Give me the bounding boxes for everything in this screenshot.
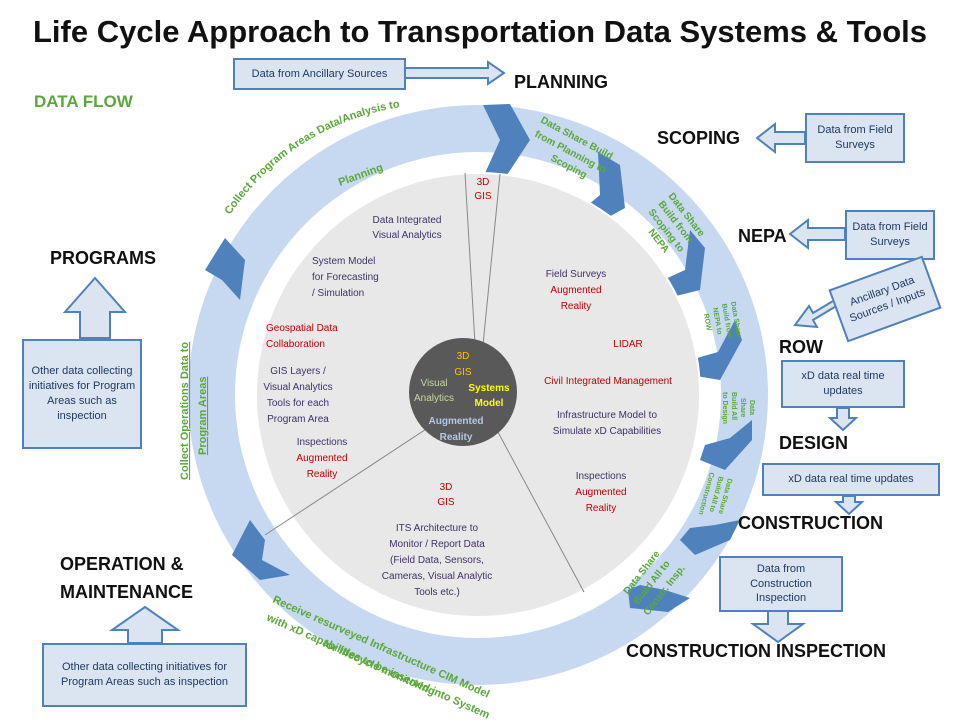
arrow-field-scoping <box>755 121 806 155</box>
arrow-ancillary-row <box>793 296 839 329</box>
callout-arrows <box>62 60 865 644</box>
stage-construction: CONSTRUCTION <box>738 513 883 533</box>
label-its-5: Tools etc.) <box>414 587 460 598</box>
core-label-ar-1: Augmented <box>429 416 484 427</box>
label-top-gis: GIS <box>474 191 492 202</box>
label-inspect-right-1: Inspections <box>576 471 627 482</box>
flow-chevrons <box>205 104 752 612</box>
box-xd-realtime-design: xD data real time updates <box>781 360 905 408</box>
core-label-visual-2: Analytics <box>414 393 454 404</box>
stage-scoping: SCOPING <box>657 128 741 148</box>
ring-label-a2d-1: Data <box>748 400 755 415</box>
chevron-bottom-left <box>232 520 290 580</box>
label-lidar: LIDAR <box>613 339 642 350</box>
chevron-planning <box>482 104 530 180</box>
label-inspect-left-3: Reality <box>307 469 338 480</box>
arrow-om <box>108 605 182 644</box>
label-field-surveys-1: Field Surveys <box>546 269 607 280</box>
ring-label-a2d-2: Share <box>739 398 746 418</box>
label-gis-layers-1: GIS Layers / <box>270 366 326 377</box>
box-field-surveys-nepa: Data from Field Surveys <box>845 210 935 260</box>
stage-maintenance: MAINTENANCE <box>60 582 193 602</box>
arrow-ancillary-planning <box>404 60 506 86</box>
arrow-xd-construction <box>833 495 865 516</box>
box-ancillary-sources: Data from Ancillary Sources <box>233 58 406 90</box>
label-geospatial-1: Geospatial Data <box>266 323 338 334</box>
chevron-left <box>205 238 245 300</box>
stage-row: ROW <box>779 337 823 357</box>
label-system-model-2: for Forecasting <box>312 272 379 283</box>
chevron-design <box>700 420 752 470</box>
label-its-3: (Field Data, Sensors, <box>390 555 484 566</box>
label-inspect-right-3: Reality <box>586 503 617 514</box>
data-flow-label: DATA FLOW <box>34 92 133 111</box>
core-label-3d: 3D <box>457 351 470 362</box>
label-infra-2: Simulate xD Capabilities <box>553 426 661 437</box>
label-system-model-1: System Model <box>312 256 375 267</box>
stage-construction-inspection: CONSTRUCTION INSPECTION <box>626 641 887 661</box>
core-label-ar-2: Reality <box>440 432 473 443</box>
core-label-systems-1: Systems <box>468 383 510 394</box>
core-circle <box>409 338 517 446</box>
box-programs-other: Other data collecting initiatives for Pr… <box>22 339 142 449</box>
label-inspect-left-1: Inspections <box>297 437 348 448</box>
label-inspect-right-2: Augmented <box>575 487 626 498</box>
core-label-visual-1: Visual <box>420 378 447 389</box>
ring-label-n2r-4: ROW <box>702 313 712 331</box>
chevron-construction <box>680 520 740 555</box>
page-title: Life Cycle Approach to Transportation Da… <box>32 14 927 49</box>
ring-label-collect-ops-1: Collect Operations Data to <box>179 342 191 480</box>
box-construction-inspection: Data from Construction Inspection <box>719 556 843 612</box>
label-geospatial-2: Collaboration <box>266 339 325 350</box>
arrow-xd-design <box>827 407 859 432</box>
label-data-integrated-2: Visual Analytics <box>372 230 441 241</box>
label-its-2: Monitor / Report Data <box>389 539 485 550</box>
chevron-row <box>690 320 742 380</box>
stage-nepa: NEPA <box>738 226 787 246</box>
label-gis-layers-4: Program Area <box>267 414 329 425</box>
arrow-field-nepa <box>788 217 846 251</box>
arrow-programs <box>62 276 128 339</box>
label-gis-layers-2: Visual Analytics <box>263 382 332 393</box>
label-gis-layers-3: Tools for each <box>267 398 329 409</box>
label-inspect-left-2: Augmented <box>296 453 347 464</box>
label-cim: Civil Integrated Management <box>544 376 672 387</box>
label-infra-1: Infrastructure Model to <box>557 410 657 421</box>
box-xd-realtime-construction: xD data real time updates <box>762 463 940 496</box>
core-label-gis: GIS <box>454 367 472 378</box>
core-label-systems-2: Model <box>475 398 504 409</box>
box-om-other: Other data collecting initiatives for Pr… <box>42 643 247 707</box>
label-bottom-3d: 3D <box>440 482 453 493</box>
label-its-4: Cameras, Visual Analytic <box>382 571 492 582</box>
label-its-1: ITS Architecture to <box>396 523 479 534</box>
ring-label-a2d-4: to Design <box>721 392 728 424</box>
stage-design: DESIGN <box>779 433 849 453</box>
ring-label-a2d-3: Build All <box>730 392 737 420</box>
label-field-surveys-2: Augmented <box>550 285 601 296</box>
stage-planning: PLANNING <box>514 72 608 92</box>
label-system-model-3: / Simulation <box>312 288 364 299</box>
arrow-construction-insp <box>749 609 807 644</box>
label-bottom-gis: GIS <box>437 497 455 508</box>
stage-programs: PROGRAMS <box>50 248 157 268</box>
label-data-integrated-1: Data Integrated <box>373 215 442 226</box>
label-field-surveys-3: Reality <box>561 301 592 312</box>
ring-label-collect-ops-2: Program Areas <box>197 377 209 455</box>
stage-operation: OPERATION & <box>60 554 184 574</box>
chevron-insp <box>628 585 690 612</box>
ring-label-n2r-3: NEPA to <box>711 307 723 335</box>
label-top-3d: 3D <box>477 177 490 188</box>
box-field-surveys-scoping: Data from Field Surveys <box>805 113 905 163</box>
